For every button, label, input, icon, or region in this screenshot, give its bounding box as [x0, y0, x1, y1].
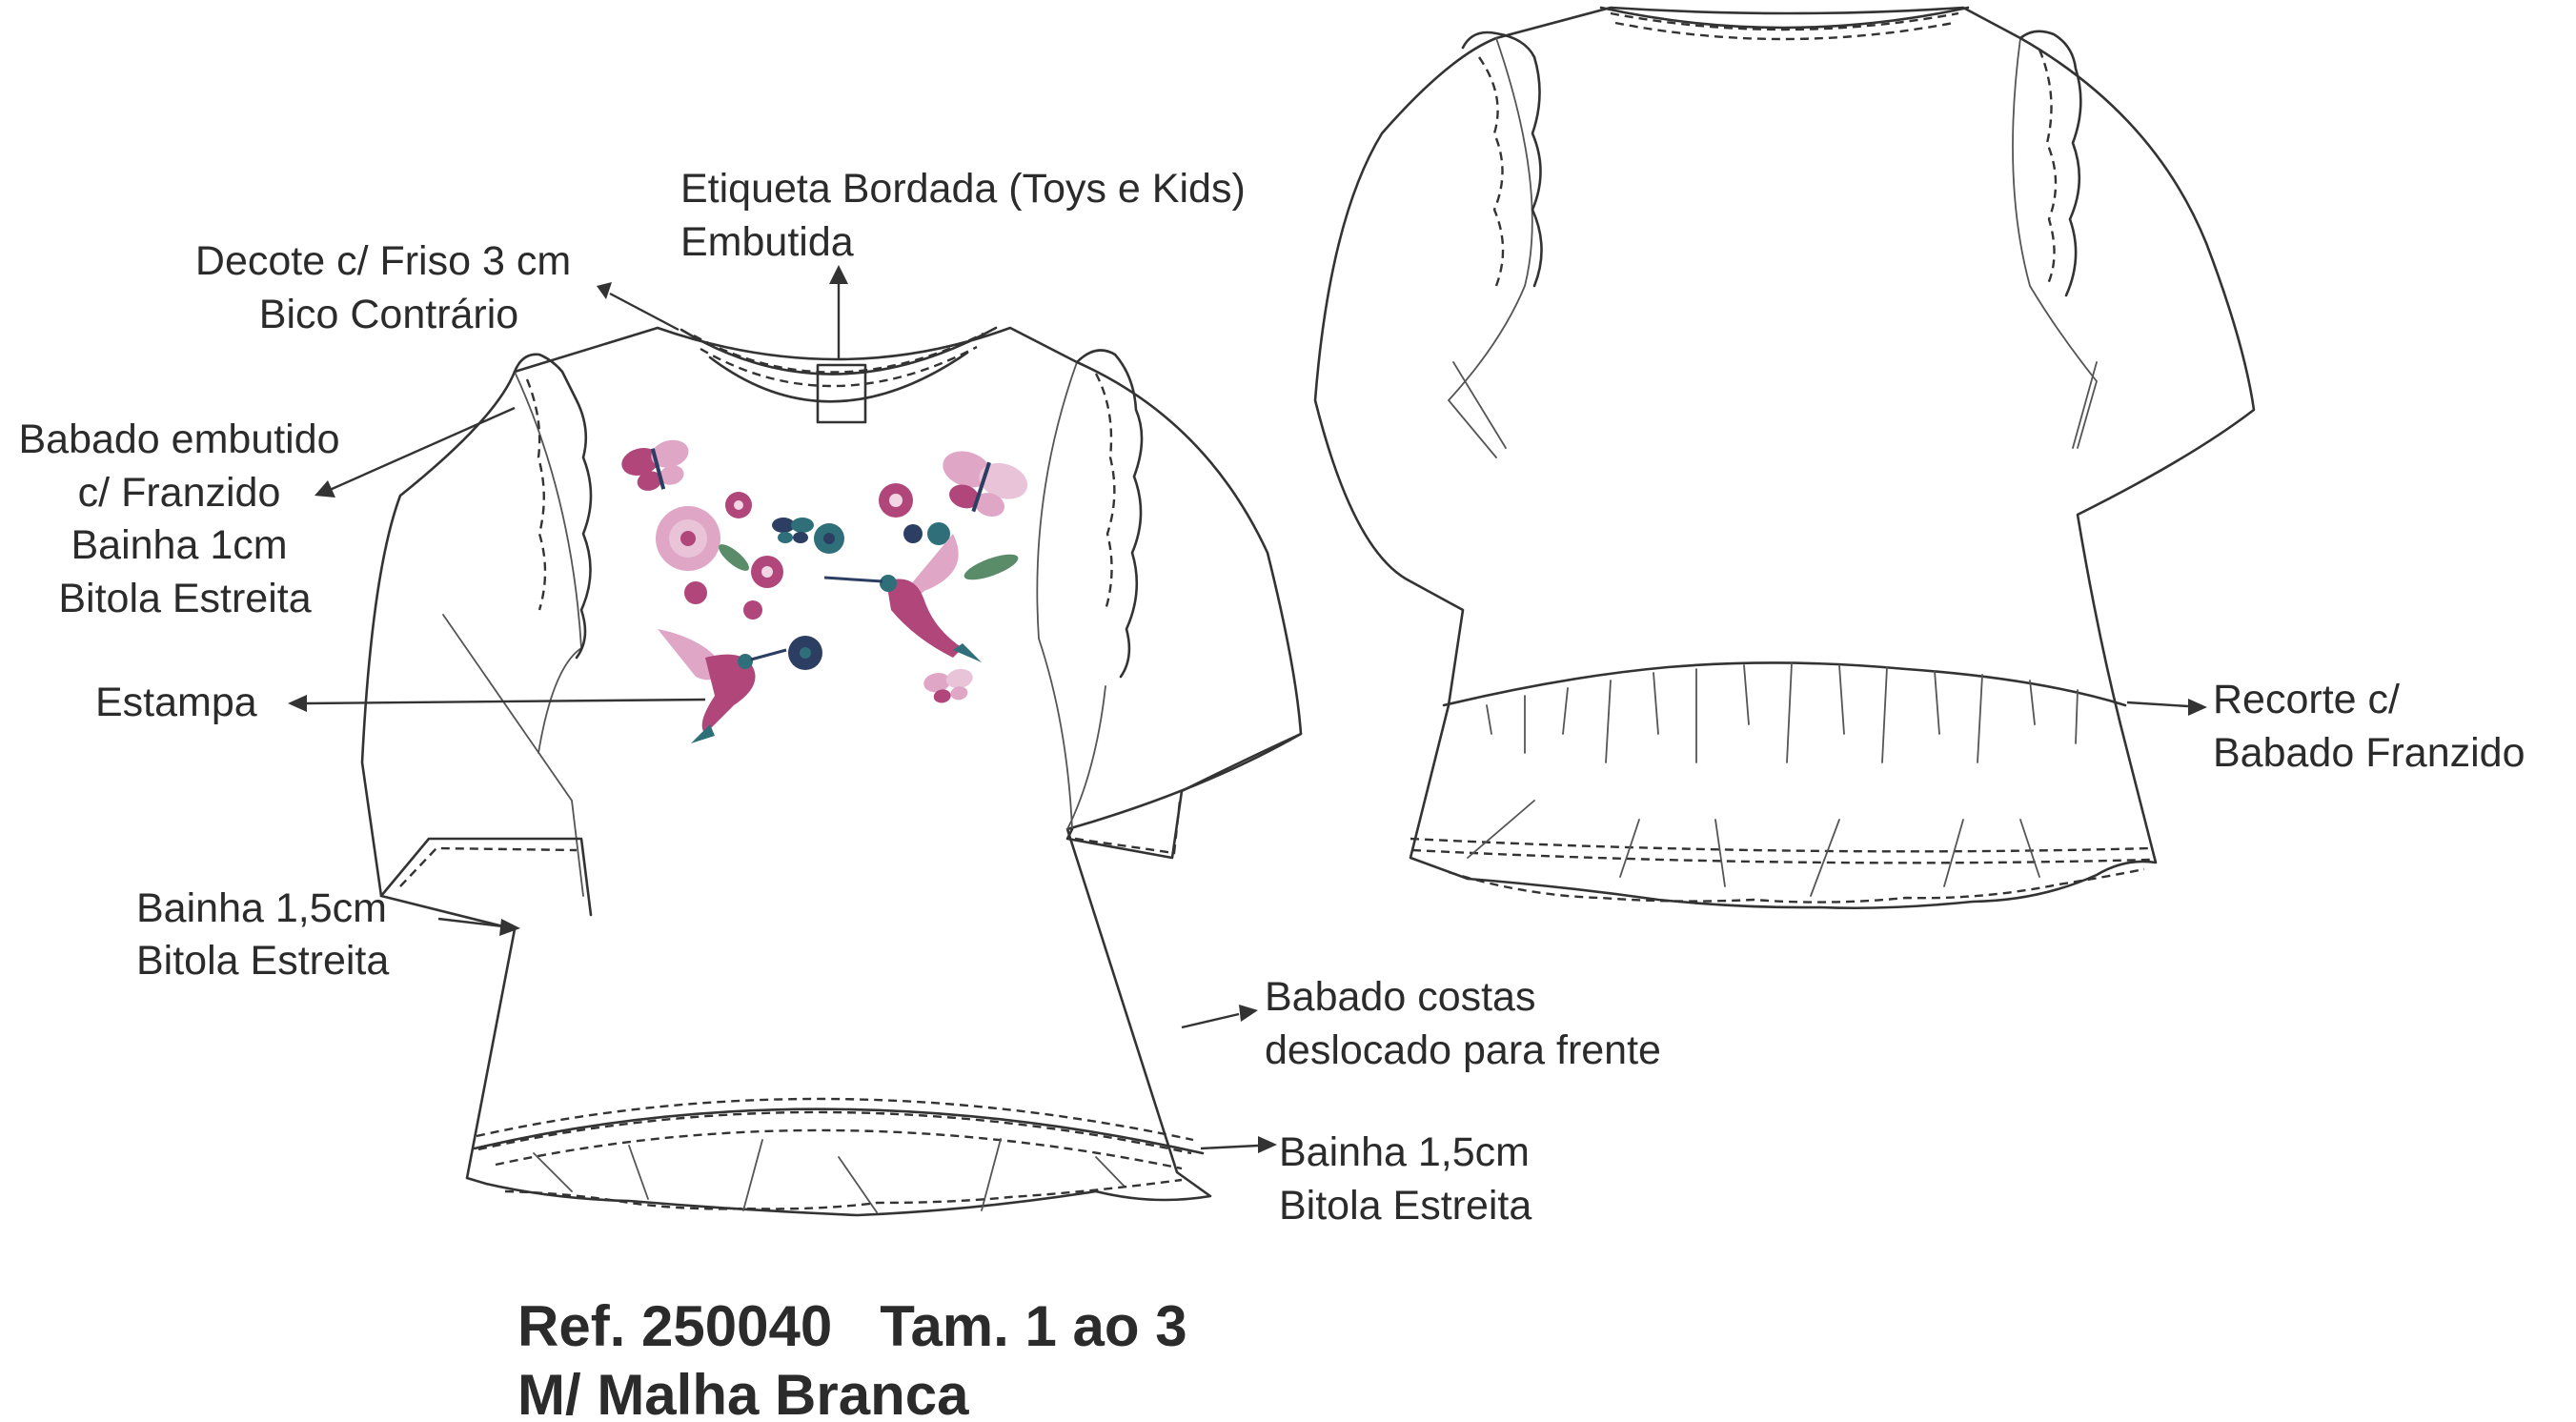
callout-recorte-line2: Babado Franzido: [2213, 730, 2525, 776]
butterfly-icon: [923, 668, 973, 703]
flower-icon: [903, 524, 923, 543]
flower-icon: [814, 523, 844, 554]
callout-recorte: Recorte c/ Babado Franzido: [2213, 677, 2525, 776]
leaf-icon: [719, 544, 749, 571]
flower-icon: [879, 483, 913, 518]
callout-arrows: [288, 265, 2207, 1153]
callout-costas-line1: Babado costas: [1265, 974, 1535, 1020]
reference-line1: Ref. 250040 Tam. 1 ao 3: [517, 1294, 1187, 1358]
callout-babado-embutido: Babado embutido c/ Franzido Bainha 1cm B…: [18, 416, 351, 621]
callout-estampa-line1: Estampa: [95, 680, 257, 725]
callout-bainha-manga-line2: Bitola Estreita: [136, 938, 389, 984]
callout-bainha-barra: Bainha 1,5cm Bitola Estreita: [1279, 1129, 1541, 1229]
callout-costas-line2: deslocado para frente: [1265, 1027, 1661, 1073]
callout-decote: Decote c/ Friso 3 cm Bico Contrário: [195, 238, 582, 337]
callout-etiqueta-line2: Embutida: [680, 219, 854, 265]
front-body-outline: [360, 326, 1303, 1217]
flower-icon: [743, 600, 762, 620]
front-neckline: [679, 326, 998, 376]
left-shoulder-ruffle: [513, 353, 593, 660]
front-print-artwork: [621, 439, 1028, 743]
callout-bainha-manga-line1: Bainha 1,5cm: [136, 885, 387, 931]
back-yoke-seam: [1442, 661, 2127, 707]
hummingbird-icon: [658, 629, 787, 743]
callout-babado-line3: Bainha 1cm: [71, 522, 287, 568]
callout-bainha-manga: Bainha 1,5cm Bitola Estreita: [136, 885, 398, 984]
front-hem: [473, 1107, 1205, 1155]
embroidered-label: [816, 363, 867, 424]
callout-etiqueta: Etiqueta Bordada (Toys e Kids) Embutida: [680, 166, 1257, 265]
back-left-ruffle: [1461, 30, 1543, 288]
reference-block: Ref. 250040 Tam. 1 ao 3 M/ Malha Branca: [517, 1294, 1187, 1422]
right-shoulder-ruffle: [1075, 349, 1144, 679]
callout-babado-costas: Babado costas deslocado para frente: [1265, 974, 1661, 1073]
callout-recorte-line1: Recorte c/: [2213, 677, 2400, 722]
flower-icon: [725, 492, 752, 518]
callout-babado-line2: c/ Franzido: [78, 470, 281, 516]
callout-babado-line1: Babado embutido: [18, 416, 339, 462]
hummingbird-icon: [823, 534, 982, 662]
front-view-garment: [360, 326, 1303, 1217]
butterfly-icon: [621, 439, 689, 491]
reference-line2: M/ Malha Branca: [517, 1363, 969, 1422]
callout-labels: Etiqueta Bordada (Toys e Kids) Embutida …: [18, 166, 2525, 1229]
back-body-outline: [1313, 6, 2256, 910]
flower-icon: [751, 556, 783, 588]
callout-babado-line4: Bitola Estreita: [58, 576, 311, 621]
flower-icon: [927, 522, 950, 545]
leaf-icon: [963, 554, 1019, 580]
callout-bainha-barra-line2: Bitola Estreita: [1279, 1183, 1531, 1229]
callout-etiqueta-line1: Etiqueta Bordada (Toys e Kids): [680, 166, 1246, 212]
butterfly-icon: [943, 451, 1028, 517]
back-right-ruffle: [2018, 30, 2082, 297]
back-view-garment: [1313, 6, 2256, 910]
flower-icon: [788, 636, 822, 670]
butterfly-icon: [772, 518, 814, 543]
callout-decote-line1: Decote c/ Friso 3 cm: [195, 238, 571, 284]
callout-decote-line2: Bico Contrário: [259, 292, 518, 337]
callout-bainha-barra-line1: Bainha 1,5cm: [1279, 1129, 1530, 1175]
flower-icon: [656, 506, 720, 571]
flower-icon: [684, 581, 707, 604]
callout-estampa: Estampa: [95, 680, 257, 725]
